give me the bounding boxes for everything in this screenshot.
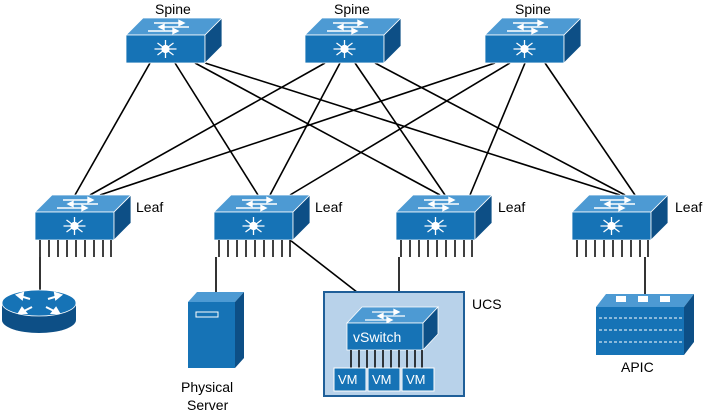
vm-1 [333,367,367,392]
ucs-label: UCS [472,296,502,312]
server-label-line2: Server [187,397,229,413]
spine-label-2: Spine [334,1,370,17]
leaf-switch-1 [34,194,132,258]
vm-label-2: VM [372,372,392,387]
server-label-line1: Physical [181,379,233,395]
apic-icon [596,294,694,355]
spine-switch-2 [304,17,402,64]
vm-3 [401,367,435,392]
server-icon [188,292,244,368]
apic-label: APIC [621,359,654,375]
leaf-label-3: Leaf [498,199,525,215]
leaf-switch-4 [571,194,669,258]
spine-switch-3 [484,17,582,64]
router-icon [1,289,77,333]
leaf-label-2: Leaf [315,199,342,215]
leaf-switch-2 [213,194,311,258]
vswitch-icon [346,305,439,352]
spine-switch-1 [125,17,223,64]
vswitch-label: vSwitch [353,329,401,345]
leaf-label-1: Leaf [136,199,163,215]
vswitch-vm-links [350,350,423,368]
vm-label-3: VM [406,372,426,387]
spine-label-1: Spine [155,1,191,17]
leaf-label-4: Leaf [675,199,702,215]
vm-2 [367,367,401,392]
spine-leaf-links [74,62,636,196]
leaf-switch-3 [395,194,493,258]
vm-label-1: VM [338,372,358,387]
spine-label-3: Spine [515,1,551,17]
